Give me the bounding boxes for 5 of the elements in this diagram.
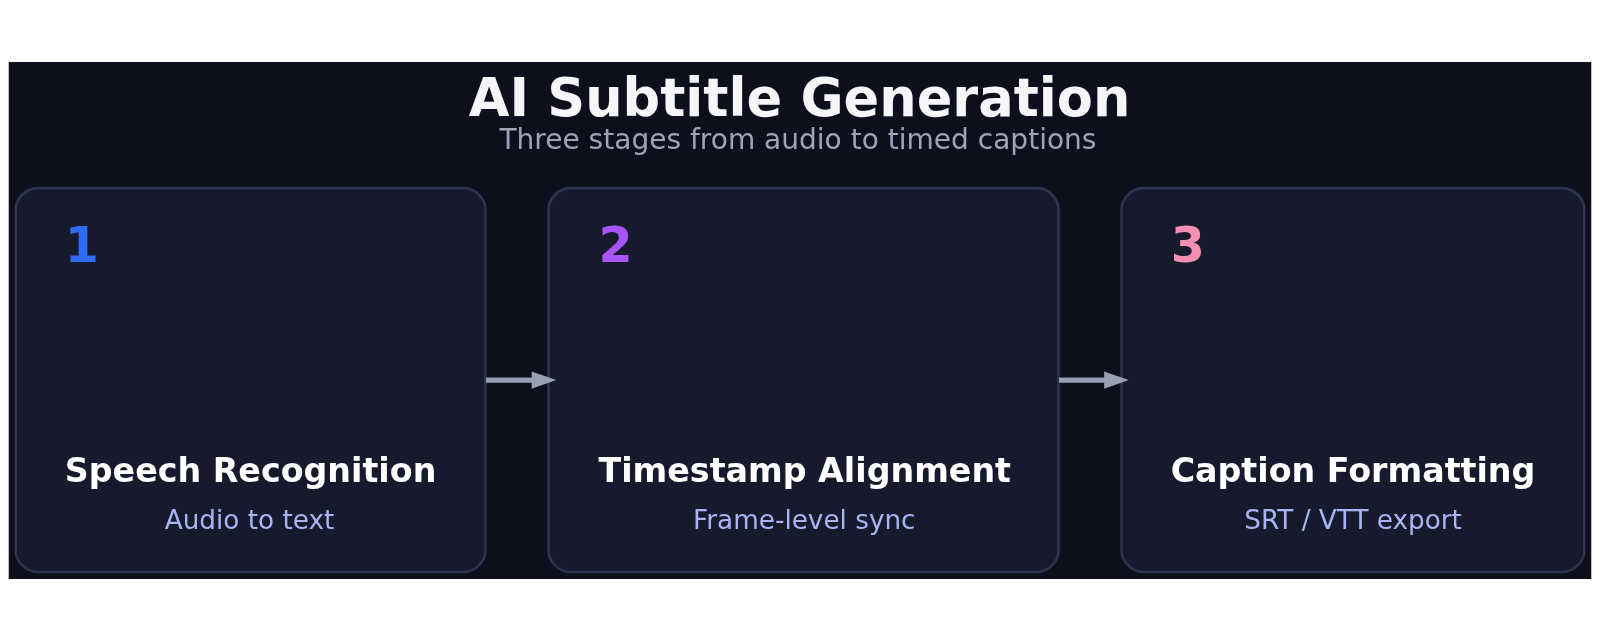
arrow (1059, 370, 1129, 389)
node-box: 1 Speech Recognition Audio to text (14, 186, 487, 573)
node-box: 3 Caption Formatting SRT / VTT export (1120, 186, 1586, 573)
arrow (486, 370, 557, 389)
node-box: 2 Timestamp Alignment Frame-level sync (547, 186, 1060, 573)
